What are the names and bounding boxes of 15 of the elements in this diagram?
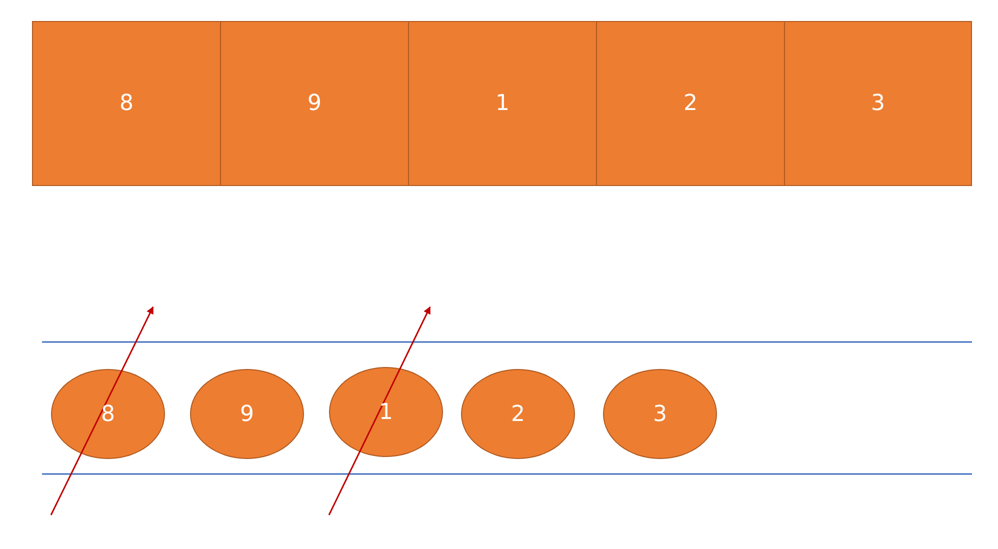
node-label: 9 (240, 402, 254, 426)
node-label: 3 (871, 91, 885, 116)
node-label: 1 (496, 91, 510, 116)
cell-box (32, 21, 221, 186)
cell-box (784, 21, 972, 186)
node-label: 8 (120, 91, 134, 116)
cell-box (408, 21, 597, 186)
node-label: 1 (379, 400, 393, 424)
node-label: 2 (684, 91, 698, 116)
node-label: 9 (308, 91, 322, 116)
cell-box (220, 21, 409, 186)
node-label: 2 (511, 402, 525, 426)
node-label: 3 (653, 402, 667, 426)
cell-box (596, 21, 785, 186)
node-label: 8 (101, 402, 115, 426)
